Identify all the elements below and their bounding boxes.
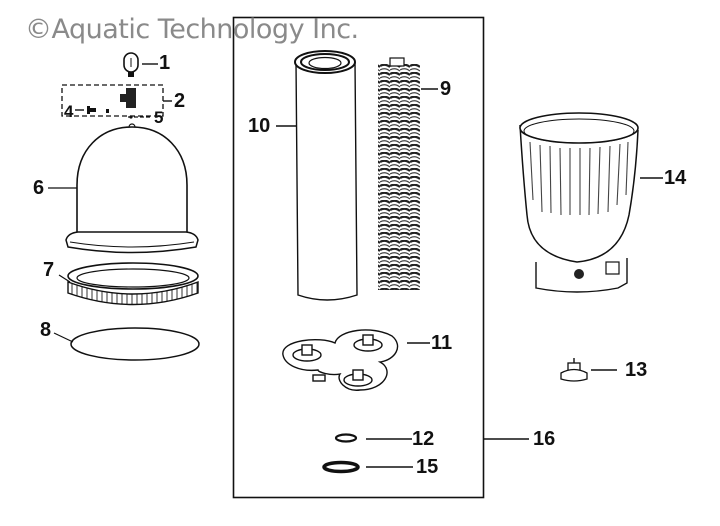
callout-1: 1 <box>159 52 171 74</box>
callout-5: 5 <box>154 108 164 127</box>
air-relief-assembly-icon <box>61 84 172 119</box>
filter-cartridge-icon <box>276 50 358 301</box>
copyright-watermark: ©Aquatic Technology Inc. <box>25 14 359 45</box>
tank-o-ring-icon <box>70 327 200 361</box>
callout-15: 15 <box>416 456 439 478</box>
callout-11: 11 <box>431 332 453 354</box>
group-box-16 <box>232 16 485 499</box>
callout-8: 8 <box>40 319 52 341</box>
callout-13: 13 <box>625 359 648 381</box>
cartridge-manifold-icon <box>282 329 399 391</box>
small-o-ring-icon <box>334 433 358 443</box>
callout-4: 4 <box>64 102 74 121</box>
lock-ring-icon <box>58 262 199 306</box>
callout-9: 9 <box>440 78 452 100</box>
large-o-ring-icon <box>322 460 360 474</box>
callout-14: 14 <box>664 167 687 189</box>
tank-lid-dome-icon <box>48 123 199 254</box>
callout-16: 16 <box>533 428 556 450</box>
drain-plug-icon <box>560 358 617 382</box>
tank-body-icon <box>519 112 663 293</box>
inner-core-icon <box>378 57 438 290</box>
callout-7: 7 <box>43 259 55 281</box>
callout-2: 2 <box>174 90 186 112</box>
callout-10: 10 <box>248 115 271 137</box>
callout-12: 12 <box>412 428 435 450</box>
pressure-gauge-icon <box>123 52 158 77</box>
callout-6: 6 <box>33 177 45 199</box>
